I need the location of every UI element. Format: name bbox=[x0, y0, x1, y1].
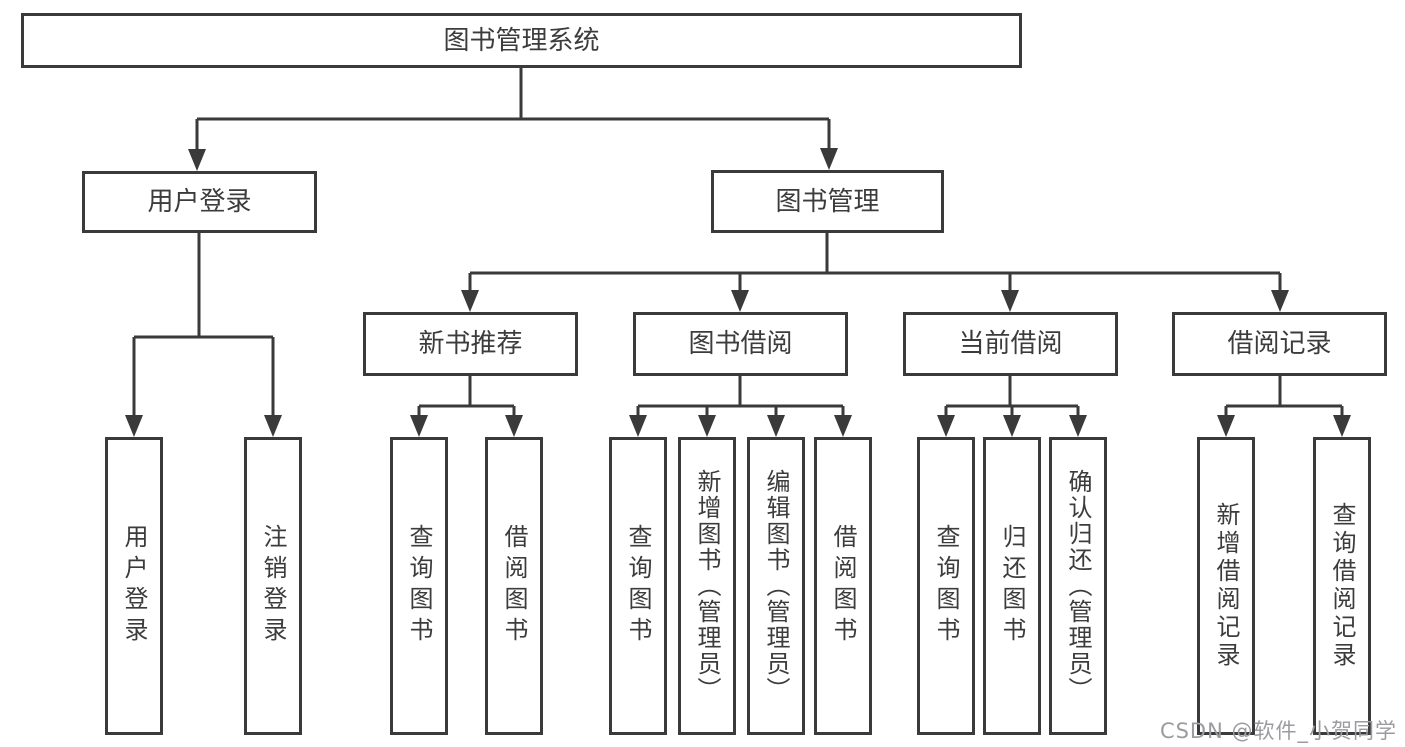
leaf-query-books-borrowing: 查询图书 bbox=[609, 437, 667, 735]
watermark: CSDN @软件_小贺同学 bbox=[1159, 719, 1397, 743]
node-borrowing-records-label: 借阅记录 bbox=[1227, 329, 1332, 359]
node-root-label: 图书管理系统 bbox=[443, 25, 600, 56]
node-current-borrowing: 当前借阅 bbox=[903, 312, 1118, 376]
arrowhead-icon bbox=[188, 149, 206, 171]
leaf-query-books-recommend-label: 查询图书 bbox=[405, 524, 433, 648]
leaf-return-books-label: 归还图书 bbox=[998, 524, 1026, 648]
arrowhead-icon bbox=[1333, 415, 1351, 437]
leaf-borrow-books-borrowing-label: 借阅图书 bbox=[829, 524, 857, 648]
arrowhead-icon bbox=[1069, 415, 1087, 437]
leaf-confirm-return-admin: 确认归还（管理员） bbox=[1049, 437, 1107, 735]
arrowhead-icon bbox=[505, 415, 523, 437]
arrowhead-icon bbox=[264, 415, 282, 437]
leaf-query-books-recommend: 查询图书 bbox=[390, 437, 448, 735]
leaf-add-books-admin: 新增图书（管理员） bbox=[678, 437, 736, 735]
leaf-user-login-label: 用户登录 bbox=[120, 524, 148, 648]
arrowhead-icon bbox=[125, 415, 143, 437]
arrowhead-icon bbox=[698, 415, 716, 437]
leaf-query-books-current-label: 查询图书 bbox=[932, 524, 960, 648]
leaf-add-borrow-record: 新增借阅记录 bbox=[1197, 437, 1255, 735]
arrowhead-icon bbox=[937, 415, 955, 437]
node-user-login-branch: 用户登录 bbox=[82, 171, 317, 233]
leaf-user-login: 用户登录 bbox=[105, 437, 163, 735]
node-new-book-recommend-label: 新书推荐 bbox=[418, 329, 523, 359]
node-new-book-recommend: 新书推荐 bbox=[363, 312, 578, 376]
arrowhead-icon bbox=[1003, 415, 1021, 437]
leaf-borrow-books-borrowing: 借阅图书 bbox=[814, 437, 872, 735]
leaf-query-borrow-record-label: 查询借阅记录 bbox=[1328, 502, 1356, 670]
leaf-query-books-borrowing-label: 查询图书 bbox=[624, 524, 652, 648]
node-root: 图书管理系统 bbox=[21, 13, 1022, 68]
node-book-borrowing: 图书借阅 bbox=[633, 312, 848, 376]
node-book-management-label: 图书管理 bbox=[775, 186, 880, 217]
leaf-edit-books-admin-label: 编辑图书（管理员） bbox=[762, 469, 790, 703]
leaf-borrow-books-recommend: 借阅图书 bbox=[485, 437, 543, 735]
arrowhead-icon bbox=[820, 148, 838, 170]
leaf-edit-books-admin: 编辑图书（管理员） bbox=[747, 437, 805, 735]
arrowhead-icon bbox=[410, 415, 428, 437]
leaf-add-books-admin-label: 新增图书（管理员） bbox=[693, 469, 721, 703]
arrowhead-icon bbox=[834, 415, 852, 437]
arrowhead-icon bbox=[1001, 290, 1019, 312]
node-current-borrowing-label: 当前借阅 bbox=[958, 329, 1063, 359]
leaf-query-borrow-record: 查询借阅记录 bbox=[1313, 437, 1371, 735]
leaf-logout: 注销登录 bbox=[244, 437, 302, 735]
arrowhead-icon bbox=[629, 415, 647, 437]
arrowhead-icon bbox=[461, 290, 479, 312]
node-book-management-branch: 图书管理 bbox=[711, 170, 944, 233]
leaf-logout-label: 注销登录 bbox=[259, 524, 287, 648]
arrowhead-icon bbox=[1217, 415, 1235, 437]
leaf-query-books-current: 查询图书 bbox=[917, 437, 975, 735]
node-book-borrowing-label: 图书借阅 bbox=[688, 329, 793, 359]
leaf-confirm-return-admin-label: 确认归还（管理员） bbox=[1064, 469, 1092, 703]
node-borrowing-records: 借阅记录 bbox=[1172, 312, 1387, 376]
arrowhead-icon bbox=[767, 415, 785, 437]
leaf-borrow-books-recommend-label: 借阅图书 bbox=[500, 524, 528, 648]
arrowhead-icon bbox=[1271, 290, 1289, 312]
arrowhead-icon bbox=[731, 290, 749, 312]
leaf-return-books: 归还图书 bbox=[983, 437, 1041, 735]
leaf-add-borrow-record-label: 新增借阅记录 bbox=[1212, 502, 1240, 670]
node-user-login-label: 用户登录 bbox=[147, 187, 252, 217]
